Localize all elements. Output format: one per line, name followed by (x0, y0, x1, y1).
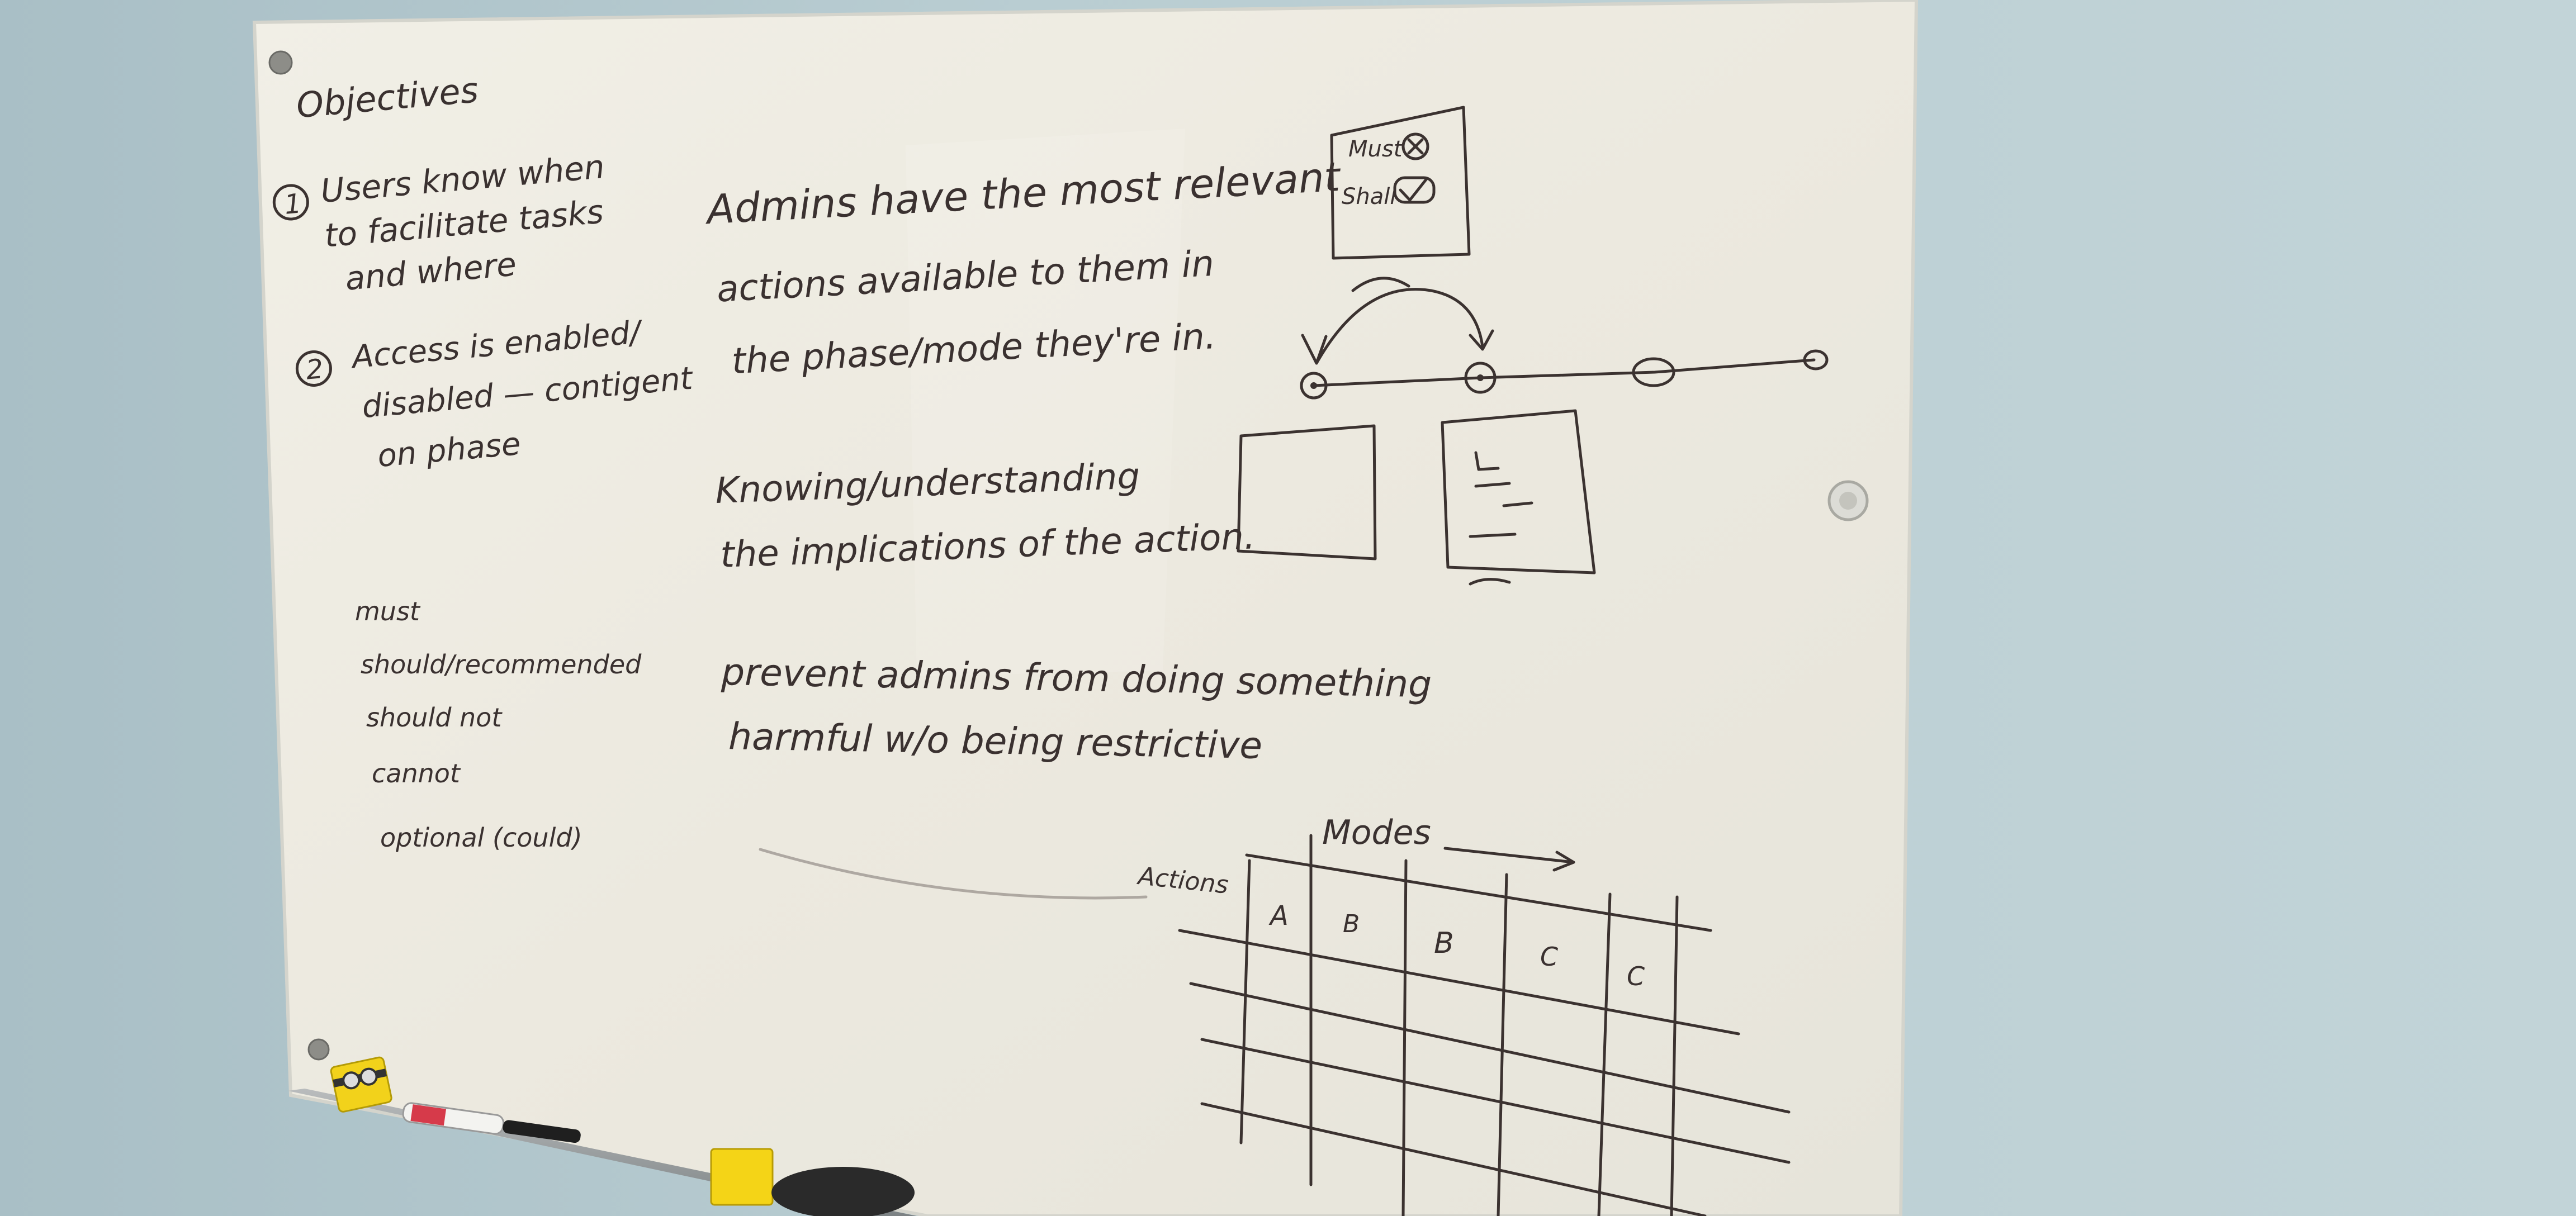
sketch-shall-label: Shall (1342, 184, 1396, 210)
matrix-column-label: B (1434, 927, 1454, 960)
objective-1-number: 1 (283, 188, 302, 220)
priority-levels-list: must should/recommended should not canno… (355, 596, 642, 853)
statement-line: harmful w/o being restrictive (728, 715, 1263, 767)
whiteboard-surface (252, 0, 1919, 1216)
matrix-column-label: B (1343, 910, 1360, 938)
sketch-card-detail (1441, 409, 1596, 586)
matrix-column-label: C (1627, 961, 1645, 991)
matrix-modes-label: Modes (1322, 813, 1431, 852)
priority-level-item: should/recommended (361, 649, 642, 680)
priority-level-item: cannot (372, 758, 461, 788)
mounting-pin (268, 50, 293, 75)
mounting-pin (307, 1038, 330, 1061)
modes-actions-matrix: Modes Actions A B B C C (1135, 813, 1791, 1216)
priority-level-item: must (355, 596, 421, 626)
must-shall-sketch: Must Shall (1330, 106, 1471, 260)
sketch-must-label: Must (1348, 136, 1403, 162)
yellow-eraser[interactable] (710, 1148, 774, 1206)
minion-eraser[interactable] (330, 1056, 392, 1113)
objective-2-number: 2 (305, 353, 324, 386)
dry-erase-marker[interactable] (402, 1102, 582, 1146)
matrix-column-label: C (1540, 942, 1558, 972)
priority-level-item: should not (366, 702, 503, 733)
priority-level-item: optional (could) (380, 823, 583, 853)
black-eraser[interactable] (771, 1167, 915, 1216)
matrix-column-label: A (1268, 900, 1289, 932)
phase-timeline-sketch (1300, 277, 1829, 400)
sketch-card-empty (1237, 424, 1377, 560)
